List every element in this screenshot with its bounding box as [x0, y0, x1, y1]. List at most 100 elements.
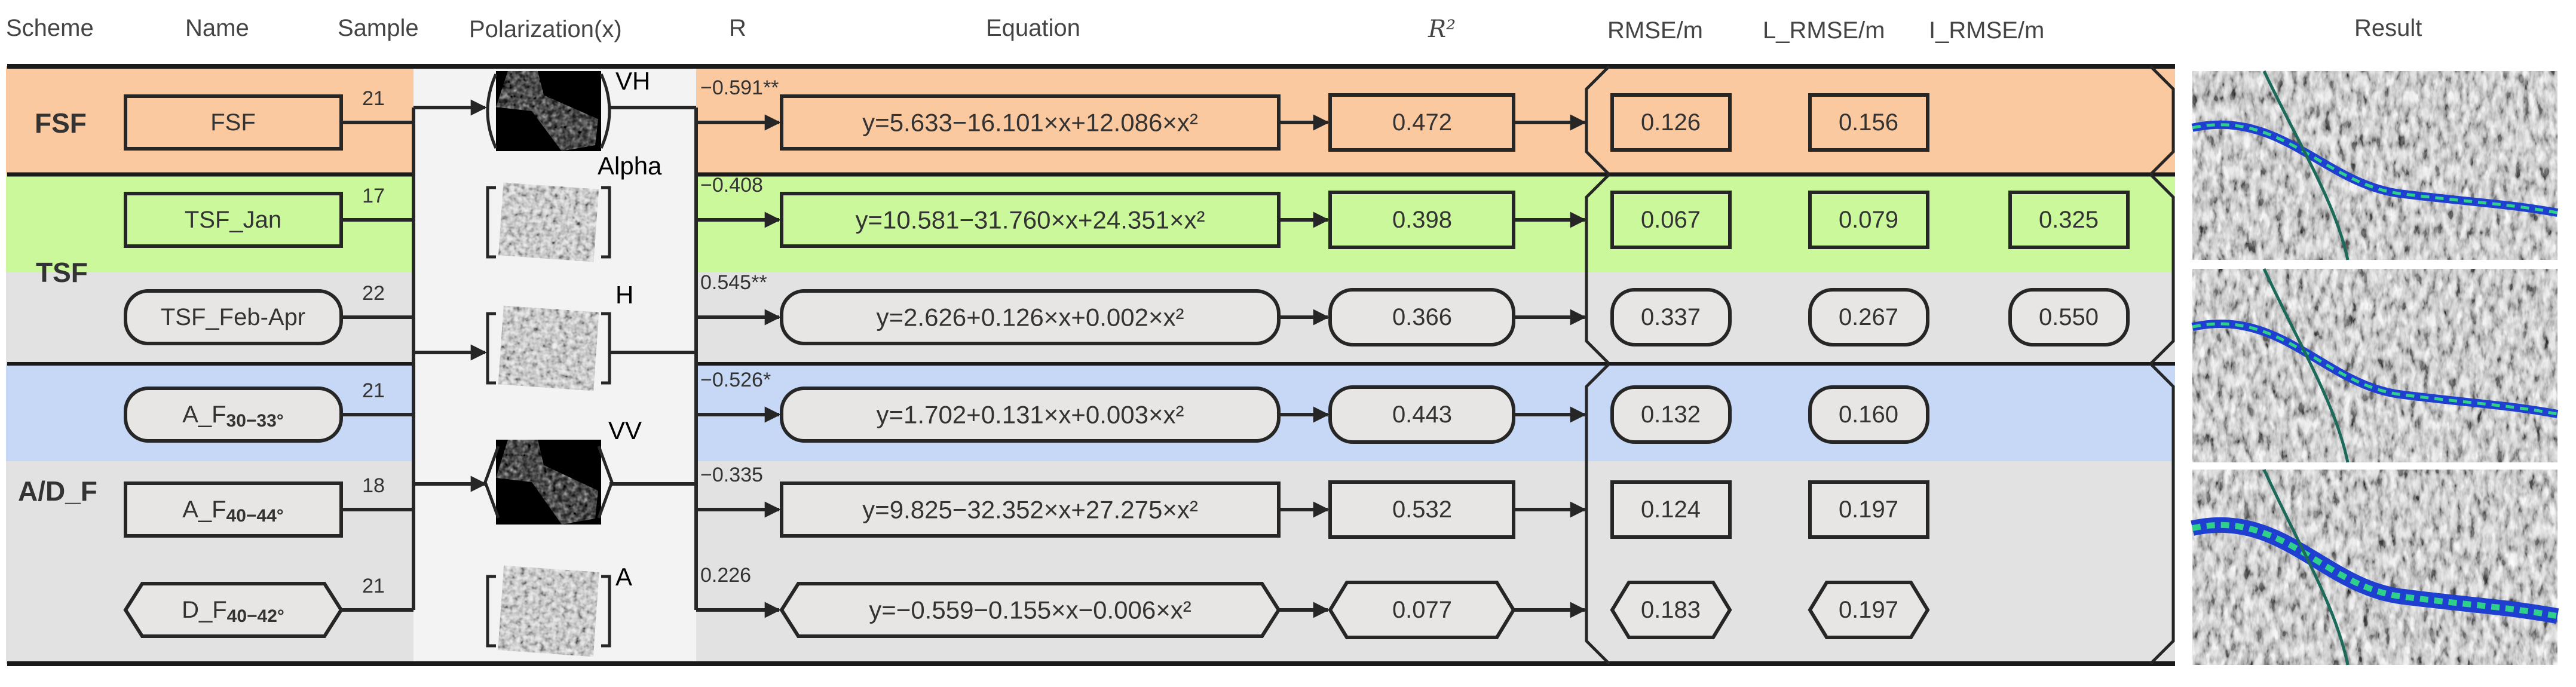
r-squared-value: 0.398 [1392, 207, 1452, 233]
polarization-vv: VV [483, 416, 642, 525]
header-r-squared: R² [1428, 16, 1456, 43]
bracket-left [1585, 65, 1610, 176]
polarization-label: H [615, 281, 633, 309]
result-image [2191, 268, 2559, 463]
i-rmse-box [2008, 191, 2130, 249]
river-line-green [2192, 123, 2558, 214]
rmse-value: 0.126 [1641, 109, 1701, 136]
rmse-value: 0.132 [1641, 401, 1701, 428]
terrain-texture [2192, 71, 2557, 260]
rmse-box [1610, 480, 1732, 539]
name-text: TSF_Feb-Apr [161, 304, 305, 330]
name-box [124, 192, 343, 248]
name-box [124, 94, 343, 151]
header-sample: Sample [338, 15, 419, 41]
l-rmse-value: 0.197 [1839, 496, 1898, 523]
l-rmse-box [1808, 288, 1929, 346]
polarization-label: Alpha [598, 152, 662, 180]
river-branch [2262, 70, 2350, 260]
sample-count: 21 [362, 379, 385, 402]
name-label: A_F40−44° [182, 496, 284, 526]
r-squared-value: 0.532 [1392, 496, 1452, 523]
rmse-value: 0.337 [1641, 304, 1701, 330]
rmse-value: 0.067 [1641, 207, 1701, 233]
rules [7, 64, 2175, 666]
name-text: A_F [182, 496, 226, 523]
scheme-label-tsf: TSF [36, 257, 88, 288]
r-value: 0.226 [700, 564, 751, 587]
name-text: TSF_Jan [185, 207, 281, 233]
name-label: TSF_Feb-Apr [161, 304, 305, 330]
l-rmse-box [1808, 191, 1929, 249]
rmse-value: 0.124 [1641, 496, 1701, 523]
polarization-frame [486, 312, 611, 385]
r-value: −0.591** [700, 76, 779, 99]
bracket-right [2149, 363, 2175, 665]
polarization-label: VH [615, 67, 650, 95]
result-image [2191, 70, 2559, 260]
header-equation: Equation [986, 15, 1080, 41]
scheme-row: TSF_Jan17−0.408y=10.581−31.760×x+24.351×… [124, 174, 2130, 249]
r-squared-box [1328, 288, 1515, 346]
polarization-frame [486, 575, 611, 648]
sample-count: 22 [362, 282, 385, 305]
terrain-texture [2192, 269, 2557, 462]
bracket-left [1585, 173, 1610, 365]
l-rmse-box [1808, 385, 1929, 444]
river-branch [2262, 268, 2350, 463]
rmse-box [1610, 385, 1732, 444]
header-l-rmse: L_RMSE/m [1763, 17, 1885, 44]
sar-image [498, 182, 599, 262]
l-rmse-value: 0.160 [1839, 401, 1898, 428]
equation-text: y=10.581−31.760×x+24.351×x² [855, 206, 1205, 234]
l-rmse-box [1808, 480, 1929, 539]
bracket-right [2149, 173, 2175, 365]
equation-text: y=2.626+0.126×x+0.002×x² [877, 303, 1184, 332]
r-squared-value: 0.443 [1392, 401, 1452, 428]
rmse-group-brackets [1585, 65, 2175, 665]
column-headers: Scheme Name Sample Polarization(x) R Equ… [6, 15, 2422, 44]
l-rmse-box [1808, 93, 1929, 152]
river-line-green [2191, 522, 2558, 619]
rmse-box [1610, 93, 1732, 152]
polarization-label: VV [608, 416, 642, 444]
equation-text: y=1.702+0.131×x+0.003×x² [877, 401, 1184, 429]
polarization-h: H [486, 281, 633, 391]
name-text: FSF [210, 109, 256, 136]
r-squared-value: 0.472 [1392, 109, 1452, 136]
name-label: A_F30−33° [182, 401, 284, 431]
r-value: 0.545** [700, 271, 767, 294]
r-squared-value: 0.366 [1392, 304, 1452, 330]
connector-lines [341, 99, 1586, 618]
equation-box [780, 94, 1281, 151]
r-squared-box [1328, 191, 1515, 249]
header-i-rmse: I_RMSE/m [1929, 17, 2044, 44]
r-value: −0.408 [700, 174, 763, 197]
name-box [124, 387, 343, 443]
rmse-value: 0.183 [1641, 597, 1701, 623]
sar-image [498, 305, 599, 391]
result-images [2191, 70, 2559, 665]
sample-count: 21 [362, 575, 385, 597]
bracket-right [2149, 65, 2175, 176]
header-name: Name [185, 15, 249, 41]
polarization-frame [486, 186, 611, 259]
name-box [124, 481, 343, 538]
polarization-label: A [615, 563, 632, 591]
scheme-label-adf: A/D_F [18, 476, 97, 507]
r-squared-value: 0.077 [1392, 597, 1452, 623]
name-text: D_F [182, 597, 227, 623]
scheme-row: TSF_Feb-Apr 22 0.545** y=2.626+0.126×x+0.00… [124, 271, 2130, 346]
equation-text: y=−0.559−0.155×x−0.006×x² [869, 596, 1191, 624]
equation-text: y=5.633−16.101×x+12.086×x² [862, 109, 1198, 137]
sample-count: 18 [362, 474, 385, 497]
terrain-texture [2192, 470, 2557, 665]
header-r: R [729, 15, 746, 41]
scheme-rows: FSF 21 −0.591** y=5.633−16.101×x+12.086×x² 0… [123, 76, 2130, 639]
polarization-a: A [486, 563, 632, 657]
rmse-box [1610, 191, 1732, 249]
equation-box [780, 481, 1281, 538]
